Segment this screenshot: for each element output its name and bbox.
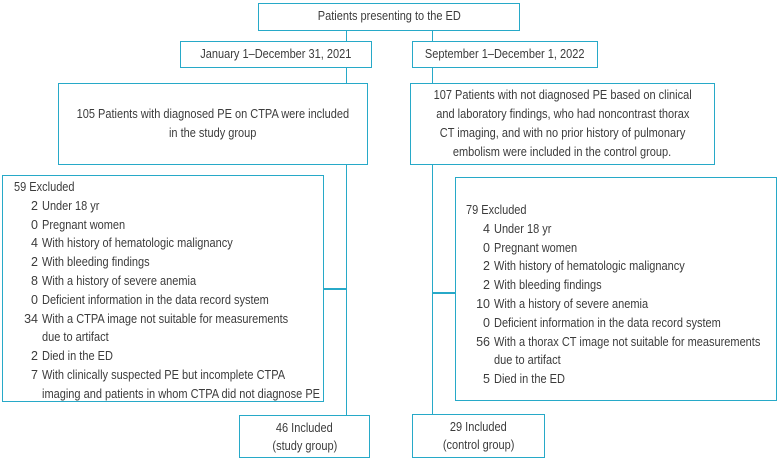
excluded-study-row: imaging and patients in whom CTPA did no… [14,385,320,404]
excluded-row-text: With a thorax CT image not suitable for … [494,334,761,349]
excluded-row-text: Deficient information in the data record… [494,315,721,330]
excluded-control-row: due to artifact [466,351,772,370]
excluded-row-count: 0 [31,217,38,232]
excluded-row-text: Pregnant women [42,217,126,232]
excluded-row-count [14,385,38,404]
excluded-study-row: 34 With a CTPA image not suitable for me… [14,310,319,329]
excluded-row-text: imaging and patients in whom CTPA did no… [42,386,321,401]
description-control-line: embolism were included in the control gr… [453,145,672,160]
excluded-row-text: With history of hematologic malignancy [42,236,233,251]
excluded-row-text: With bleeding findings [42,255,150,270]
excluded-row-count: 4 [483,221,490,236]
included-box-control: 29 Included (control group) [412,414,545,458]
included-control-text: 29 Included (control group) [438,418,519,454]
excluded-study-row: 2 Under 18 yr [14,197,319,216]
excluded-study-row: 2 Died in the ED [14,347,319,366]
excluded-box-control: 79 Excluded 4 Under 18 yr 0 Pregnant wom… [455,177,777,401]
included-study-line: (study group) [272,438,337,453]
excluded-row-text: With a history of severe anemia [494,296,649,311]
excluded-row-count: 2 [483,278,490,293]
top-box-label: Patients presenting to the ED [317,9,461,24]
excluded-row-text: With a CTPA image not suitable for measu… [42,311,289,326]
excluded-row-count [466,351,490,370]
excluded-study-row: 8 With a history of severe anemia [14,272,319,291]
excluded-row-count: 2 [483,259,490,274]
connector-2021-to-description [345,67,347,84]
connector-study-excluded [323,288,346,290]
excluded-row-text: due to artifact [42,330,109,345]
excluded-row-count: 8 [31,273,38,288]
description-control-line: 107 Patients with not diagnosed PE based… [433,87,692,102]
connector-study-to-included [345,164,347,416]
excluded-row-count: 4 [31,236,38,251]
excluded-row-count: 0 [483,315,490,330]
excluded-row-text: With a history of severe anemia [42,273,197,288]
period-box-control: September 1–December 1, 2022 [412,41,598,68]
connector-control-excluded [433,292,456,294]
connector-ed-to-2021 [345,30,347,41]
excluded-study-row: 4 With history of hematologic malignancy [14,234,319,253]
excluded-row-count: 56 [476,334,490,349]
period-control-label: September 1–December 1, 2022 [425,46,585,61]
excluded-row-text: due to artifact [494,353,561,368]
excluded-row-count: 2 [31,198,38,213]
description-control-text: 107 Patients with not diagnosed PE based… [416,86,709,163]
included-control-line: (control group) [442,438,515,452]
top-box-ed: Patients presenting to the ED [258,3,520,31]
excluded-control-row: 0 Deficient information in the data reco… [466,314,772,333]
excluded-row-text: With clinically suspected PE but incompl… [42,367,286,382]
description-box-study: 105 Patients with diagnosed PE on CTPA w… [58,83,368,165]
excluded-row-text: With bleeding findings [494,278,602,293]
excluded-control-row: 2 With bleeding findings [466,276,772,295]
excluded-study-row: 7 With clinically suspected PE but incom… [14,366,319,385]
excluded-control-list: 4 Under 18 yr 0 Pregnant women 2 With hi… [466,220,772,389]
excluded-row-count: 0 [31,292,38,307]
excluded-control-row: 4 Under 18 yr [466,220,772,239]
included-study-line: 46 Included [276,420,333,435]
excluded-control-row: 0 Pregnant women [466,239,772,258]
excluded-row-text: Deficient information in the data record… [42,292,269,307]
description-control-line: CT imaging, and with no prior history of… [439,126,686,140]
description-study-text: 105 Patients with diagnosed PE on CTPA w… [58,105,368,143]
excluded-row-text: Died in the ED [42,349,113,364]
excluded-row-count: 7 [31,367,38,382]
excluded-row-count: 2 [31,255,38,270]
description-study-line: 105 Patients with diagnosed PE on CTPA w… [76,106,350,121]
excluded-row-text: Under 18 yr [42,198,100,213]
connector-ed-to-2022 [431,30,433,41]
excluded-control-row: 10 With a history of severe anemia [466,295,772,314]
excluded-row-count [14,328,38,347]
excluded-control-row: 56 With a thorax CT image not suitable f… [466,333,772,352]
excluded-control-header: 79 Excluded [466,203,527,217]
excluded-control-row: 5 Died in the ED [466,370,772,389]
connector-control-to-included [431,164,433,415]
excluded-control-row: 2 With history of hematologic malignancy [466,257,772,276]
excluded-box-study: 59 Excluded 2 Under 18 yr 0 Pregnant wom… [2,175,324,402]
excluded-row-count: 10 [476,296,490,311]
excluded-study-row: 0 Pregnant women [14,216,319,235]
period-study-label: January 1–December 31, 2021 [200,46,352,61]
connector-2022-to-description [431,67,433,84]
excluded-row-text: Pregnant women [494,240,578,255]
excluded-study-header: 59 Excluded [14,180,75,194]
period-box-study: January 1–December 31, 2021 [180,41,372,68]
excluded-study-row: 2 With bleeding findings [14,253,319,272]
included-box-study: 46 Included (study group) [239,415,370,458]
excluded-row-text: With history of hematologic malignancy [494,259,685,274]
excluded-row-count: 2 [31,349,38,364]
description-box-control: 107 Patients with not diagnosed PE based… [410,83,715,165]
excluded-study-list: 2 Under 18 yr 0 Pregnant women 4 With hi… [14,197,320,404]
excluded-row-count: 34 [24,311,38,326]
excluded-row-count: 5 [483,372,490,387]
excluded-row-text: Under 18 yr [494,221,552,236]
included-study-text: 46 Included (study group) [268,419,342,455]
included-control-line: 29 Included [450,420,507,434]
description-study-line: in the study group [169,126,257,140]
excluded-row-text: Died in the ED [494,372,565,387]
excluded-study-row: due to artifact [14,328,319,347]
description-control-line: and laboratory findings, who had noncont… [435,106,690,121]
excluded-row-count: 0 [483,240,490,255]
excluded-study-row: 0 Deficient information in the data reco… [14,291,319,310]
